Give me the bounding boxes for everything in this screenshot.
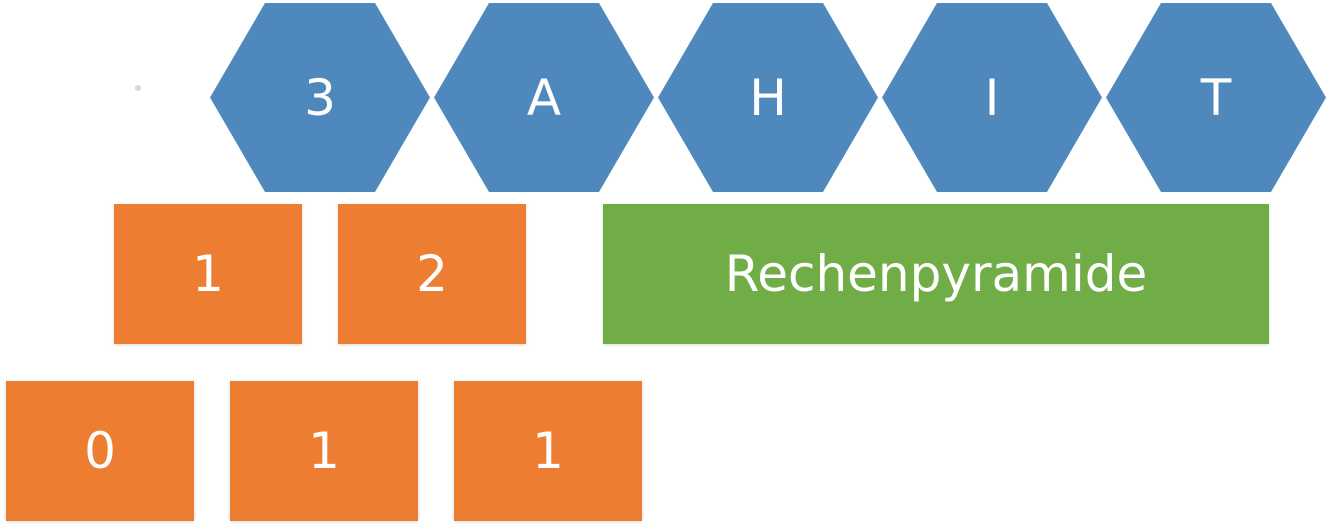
bottom-box-1-label: 0 bbox=[84, 422, 116, 480]
hexagon-3-label: H bbox=[749, 68, 787, 127]
middle-box-2-label: 2 bbox=[416, 245, 448, 303]
hexagon-1: 3 bbox=[210, 3, 430, 192]
hexagon-2: A bbox=[434, 3, 654, 192]
middle-box-1: 1 bbox=[114, 204, 302, 344]
title-box: Rechenpyramide bbox=[603, 204, 1269, 344]
hexagon-2-label: A bbox=[526, 68, 562, 127]
hexagon-5: T bbox=[1106, 3, 1326, 192]
bottom-box-3: 1 bbox=[454, 381, 642, 521]
hexagon-1-label: 3 bbox=[304, 68, 336, 127]
hexagon-4-label: I bbox=[984, 68, 1000, 127]
middle-box-2: 2 bbox=[338, 204, 526, 344]
bottom-box-1: 0 bbox=[6, 381, 194, 521]
hexagon-3: H bbox=[658, 3, 878, 192]
title-label: Rechenpyramide bbox=[724, 245, 1148, 303]
hexagon-4: I bbox=[882, 3, 1102, 192]
decorative-dot bbox=[135, 85, 141, 91]
bottom-box-2: 1 bbox=[230, 381, 418, 521]
middle-box-1-label: 1 bbox=[192, 245, 224, 303]
bottom-box-3-label: 1 bbox=[532, 422, 564, 480]
hexagon-5-label: T bbox=[1200, 68, 1232, 127]
bottom-box-2-label: 1 bbox=[308, 422, 340, 480]
